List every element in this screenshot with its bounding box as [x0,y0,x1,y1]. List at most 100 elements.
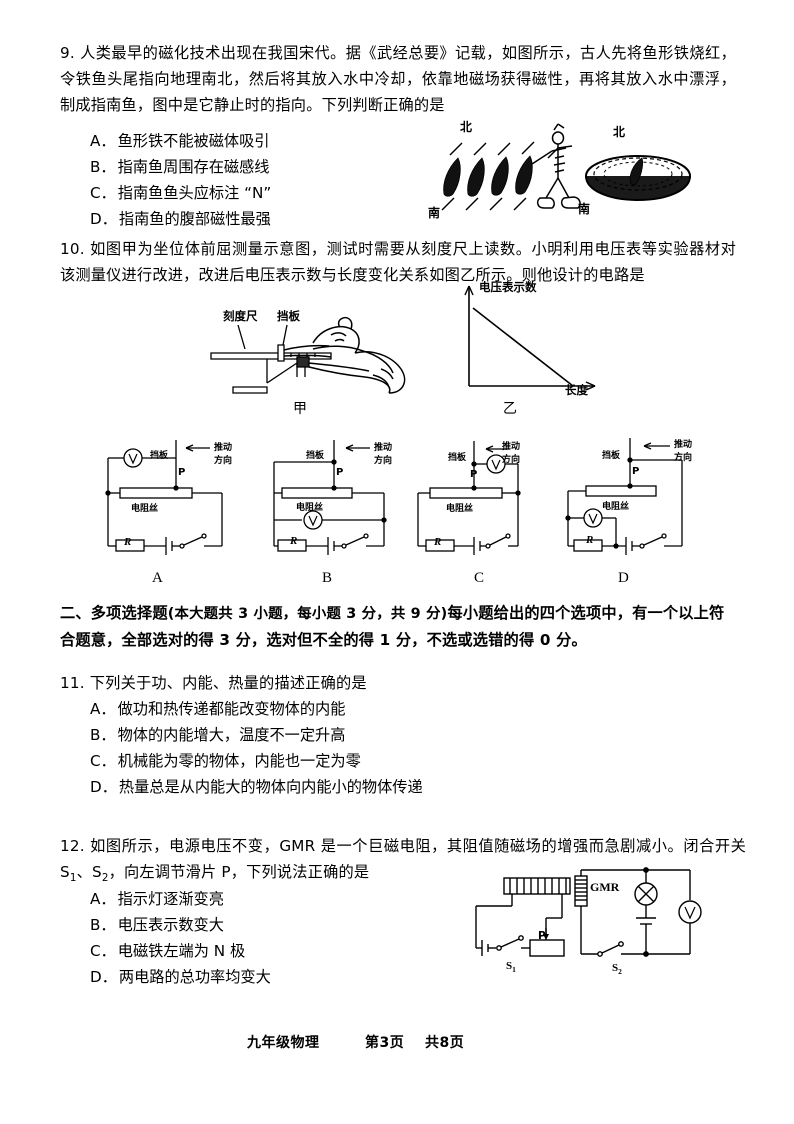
figure-yi-caption: 乙 [503,401,517,417]
circuit-a-baffle-label: 挡板 [150,451,169,461]
option-c-text: 机械能为零的物体，内能也一定为零 [117,752,361,770]
circuit-option-c[interactable]: 挡板 推动 方向 P 电阻丝 R [412,436,582,566]
option-a-text: 鱼形铁不能被磁体吸引 [117,132,270,150]
question-9-option-b[interactable]: B．指南鱼周围存在磁感线 [60,154,440,180]
compass-figure-north-label: 北 [613,125,626,139]
option-d-label: D． [90,210,117,228]
question-12: 12. 如图所示，电源电压不变，GMR 是一个巨磁电阻，其阻值随磁场的增强而急剧… [60,833,746,891]
compass-needle [629,157,643,186]
circuit-a-letter: A [152,570,163,586]
question-11-option-a[interactable]: A．做功和热传递都能改变物体的内能 [60,696,736,722]
figure-yi: 电压表示数 长度 [455,278,660,403]
footer-page-number: 第3页 [365,1035,405,1051]
question-9-stem-text: 人类最早的磁化技术出现在我国宋代。据《武经总要》记载，如图所示，古人先将鱼形铁烧… [60,44,736,114]
question-12-option-c[interactable]: C．电磁铁左端为 N 极 [60,938,460,964]
circuit-c-push-label-line2: 方向 [502,455,521,465]
section-2-title: 二、多项选择题 [60,604,168,622]
switch-s1-subscript: 1 [512,965,516,975]
question-9-option-d[interactable]: D．指南鱼的腹部磁性最强 [60,206,440,232]
option-c-label: C． [90,184,116,202]
circuit-option-b[interactable]: 挡板 推动 方向 P 电阻丝 R [268,436,438,566]
option-a-label: A． [90,700,116,718]
figure-jia-caption: 甲 [293,401,307,417]
fish-and-compass-drawing [441,123,691,211]
question-9-stem: 9. 人类最早的磁化技术出现在我国宋代。据《武经总要》记载，如图所示，古人先将鱼… [60,40,736,118]
switch-s2-subscript: 2 [618,967,622,977]
circuit-c-wire-label: 电阻丝 [446,504,474,514]
option-b-text: 指南鱼周围存在磁感线 [117,158,270,176]
circuit-b-letter: B [322,570,333,586]
option-b-label: B． [90,916,116,934]
circuit-c-drawing [417,441,521,555]
circuit-b-drawing [273,440,387,555]
question-11-number: 11. [60,674,85,692]
compass-figure-south-label: 南 [578,202,591,216]
option-d-label: D． [90,778,117,796]
option-c-text: 指南鱼鱼头应标注 “N” [117,184,272,202]
option-d-label: D． [90,968,117,986]
option-a-text: 做功和热传递都能改变物体的内能 [117,700,346,718]
switch-s1-label: S1 [506,960,516,974]
question-9-option-a[interactable]: A．鱼形铁不能被磁体吸引 [60,128,440,154]
section-2-rule-head: (本大题共 3 小题，每小题 3 分，共 9 分) [167,606,448,622]
question-12-figure: GMR P S1 S2 [462,866,752,986]
slider-p-label: P [538,930,546,942]
option-b-text: 物体的内能增大，温度不一定升高 [117,726,346,744]
circuit-a-slider-label: P [178,467,186,478]
circuit-c-slider-label: P [470,469,478,480]
gmr-circuit-drawing [475,867,702,957]
question-12-stem-part3: ，向左调节滑片 P，下列说法正确的是 [108,863,370,881]
voltage-length-graph [464,285,596,391]
question-10: 10. 如图甲为坐位体前屈测量示意图，测试时需要从刻度尺上读数。小明利用电压表等… [60,236,736,288]
option-b-text: 电压表示数变大 [117,916,224,934]
circuit-a-resistor-label: R [124,536,132,548]
question-12-s1-subscript: 1 [69,872,77,885]
option-a-label: A． [90,890,116,908]
circuit-d-drawing [565,438,683,555]
fish-figure-south-label: 南 [428,206,441,220]
option-d-text: 两电路的总功率均变大 [118,968,271,986]
question-12-stem-part1: 如图所示，电源电压不变，GMR 是一个巨磁电阻，其阻值随磁场的增强而急剧减小。闭… [60,837,746,881]
question-9: 9. 人类最早的磁化技术出现在我国宋代。据《武经总要》记载，如图所示，古人先将鱼… [60,40,736,118]
question-11-option-b[interactable]: B．物体的内能增大，温度不一定升高 [60,722,736,748]
question-12-s2-subscript: 2 [101,872,109,885]
circuit-d-letter: D [618,570,629,586]
question-11-option-d[interactable]: D．热量总是从内能大的物体向内能小的物体传递 [60,774,736,800]
circuit-a-drawing [105,440,223,555]
fish-figure-north-label: 北 [460,120,473,134]
option-c-label: C． [90,942,116,960]
circuit-b-slider-label: P [336,467,344,478]
option-d-text: 指南鱼的腹部磁性最强 [118,210,271,228]
circuit-c-baffle-label: 挡板 [448,453,467,463]
circuit-option-d[interactable]: 挡板 推动 方向 P 电阻丝 R [558,436,738,566]
footer-total-pages: 共8页 [425,1035,465,1051]
circuit-b-wire-label: 电阻丝 [296,503,324,513]
switch-s1-letter: S [506,960,513,972]
circuit-b-baffle-label: 挡板 [306,451,325,461]
circuit-option-a[interactable]: 挡板 推动 方向 P 电阻丝 R [98,436,268,566]
switch-s2-label: S2 [612,962,622,976]
circuit-d-slider-label: P [632,466,640,477]
question-12-number: 12. [60,837,85,855]
question-11-stem-text: 下列关于功、内能、热量的描述正确的是 [89,674,367,692]
question-12-stem-part2: 、S [76,863,102,881]
question-12-option-d[interactable]: D．两电路的总功率均变大 [60,964,460,990]
question-10-number: 10. [60,240,85,258]
question-11: 11. 下列关于功、内能、热量的描述正确的是 A．做功和热传递都能改变物体的内能… [60,670,736,800]
graph-trend-line [472,307,574,387]
circuit-b-push-label-line1: 推动 [374,443,393,453]
circuit-d-push-label-line2: 方向 [674,453,693,463]
option-b-label: B． [90,158,116,176]
question-12-option-b[interactable]: B．电压表示数变大 [60,912,460,938]
circuit-d-wire-label: 电阻丝 [602,502,630,512]
question-9-option-c[interactable]: C．指南鱼鱼头应标注 “N” [60,180,440,206]
circuit-a-push-label-line2: 方向 [214,456,233,466]
question-9-number: 9. [60,44,75,62]
question-12-option-a[interactable]: A．指示灯逐渐变亮 [60,886,460,912]
circuit-b-push-label-line2: 方向 [374,456,393,466]
option-c-label: C． [90,752,116,770]
circuit-d-push-label-line1: 推动 [674,440,693,450]
circuit-c-push-label-line1: 推动 [502,442,521,452]
scale-ruler-label: 刻度尺 [223,309,258,323]
question-11-option-c[interactable]: C．机械能为零的物体，内能也一定为零 [60,748,736,774]
